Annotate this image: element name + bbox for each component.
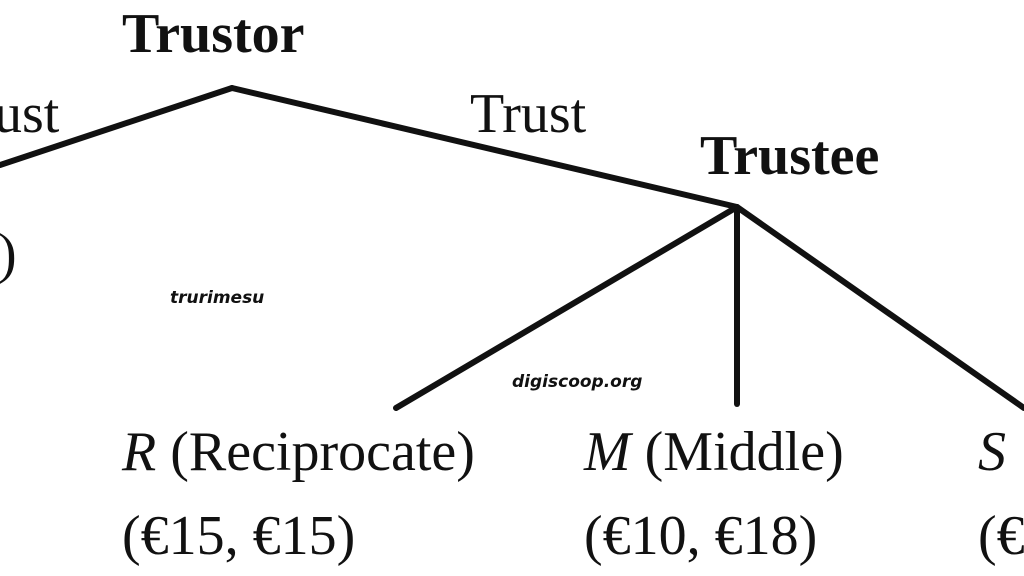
edge-label-trust: Trust: [470, 83, 587, 145]
leaf-reciprocate-payoff: (€15, €15): [122, 505, 356, 567]
leaf-middle-payoff: (€10, €18): [584, 505, 818, 567]
leaf-s-label: S: [978, 424, 1006, 480]
node-trustee-label: Trustee: [700, 125, 880, 187]
leaf-reciprocate-label: R (Reciprocate): [122, 424, 475, 480]
leaf-reciprocate-name: (Reciprocate): [170, 421, 475, 483]
watermark-trurimesu: trurimesu: [170, 288, 265, 308]
leaf-reciprocate-abbr: R: [122, 421, 157, 483]
leaf-middle-name: (Middle): [644, 421, 844, 483]
edge-label-left-partial: ust: [0, 83, 60, 145]
watermark-digiscoop: digiscoop.org: [512, 372, 643, 392]
leaf-middle-abbr: M: [584, 421, 631, 483]
edge-trustor-left: [0, 85, 235, 168]
edge-trustee-selfish: [734, 204, 1024, 411]
leaf-middle-label: M (Middle): [584, 424, 844, 480]
left-payoff-partial: ): [0, 226, 17, 282]
node-trustor-label: Trustor: [122, 3, 305, 65]
leaf-s-payoff: (€: [978, 505, 1024, 567]
leaf-s-abbr: S: [978, 421, 1006, 483]
edge-trustee-reciprocate: [393, 204, 740, 411]
edge-trustor-trustee: [229, 85, 740, 210]
